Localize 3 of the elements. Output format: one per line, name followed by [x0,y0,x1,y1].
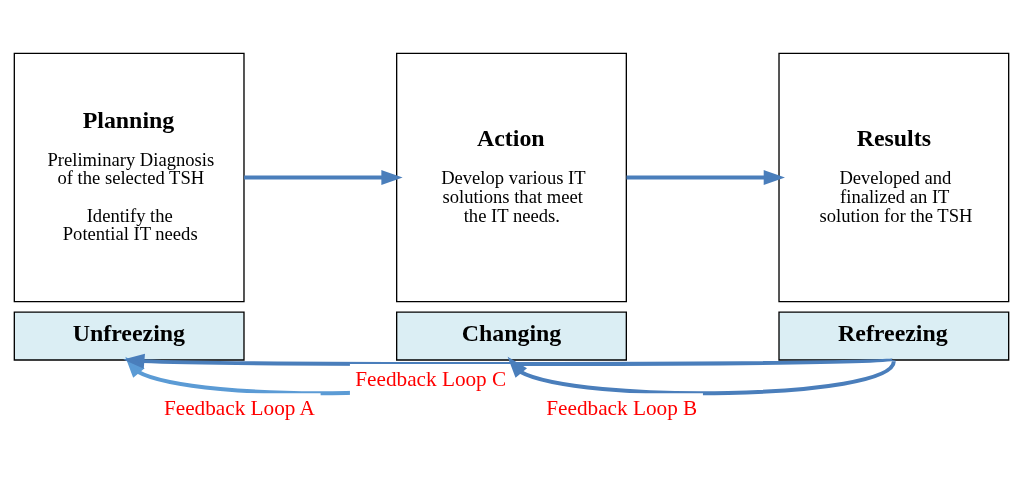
edge-label: Feedback Loop C [355,366,507,391]
edge-label: Feedback Loop B [546,395,698,420]
edge-label: Feedback Loop A [163,395,315,420]
